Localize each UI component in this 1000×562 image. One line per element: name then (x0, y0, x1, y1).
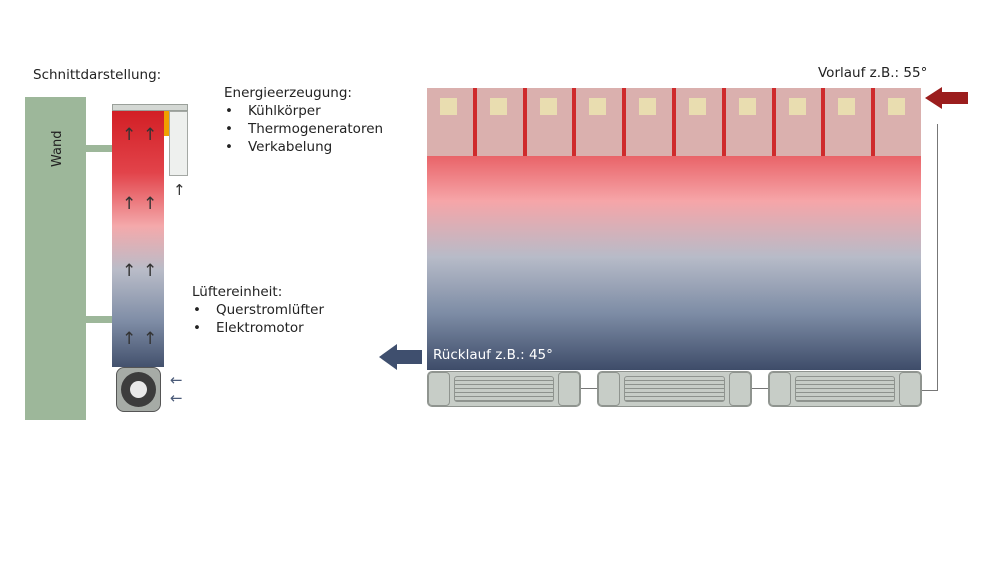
up-arrow-icon: ↑ (122, 125, 137, 145)
list-item: Querstromlüfter (192, 301, 324, 319)
up-arrow-icon: ↑ (122, 329, 137, 349)
heat-sink-tile (427, 88, 477, 156)
thermogenerator-icon (440, 98, 457, 115)
heat-sink-tile (675, 88, 726, 156)
left-arrow-icon: ← (170, 371, 183, 389)
supply-arrow-icon (925, 87, 968, 109)
heat-sink-tile (825, 88, 876, 156)
list-item: Elektromotor (192, 319, 324, 337)
fan-end-cap (598, 372, 620, 406)
thermogenerator-icon (788, 98, 806, 115)
up-arrow-icon: ↑ (173, 181, 186, 199)
left-arrow-icon: ← (170, 389, 183, 407)
fan-end-cap (769, 372, 791, 406)
fan-end-cap (558, 372, 580, 406)
up-arrow-icon: ↑ (122, 261, 137, 281)
radiator-cross-section (112, 111, 164, 367)
heat-sink-tile (576, 88, 627, 156)
heat-sink-tile (775, 88, 826, 156)
fan-grille (454, 376, 554, 402)
fan-end-cap (428, 372, 450, 406)
fan-grille (795, 376, 895, 402)
up-arrow-icon: ↑ (122, 194, 137, 214)
heat-sink-tile (725, 88, 776, 156)
fan-unit-title: Lüftereinheit: (192, 284, 283, 300)
energy-block: Energieerzeugung: Kühlkörper Thermogener… (224, 84, 383, 156)
heat-sink-tile (875, 88, 921, 156)
radiator-top-cap (112, 104, 188, 111)
up-arrow-icon: ↑ (143, 125, 158, 145)
up-arrow-icon: ↑ (143, 194, 158, 214)
up-arrow-icon: ↑ (143, 261, 158, 281)
fan-grille (624, 376, 725, 402)
return-label: Rücklauf z.B.: 45° (433, 347, 553, 363)
fan-unit (427, 371, 581, 407)
fan-end-cap (729, 372, 751, 406)
fan-end-cap (899, 372, 921, 406)
wall-label: Wand (50, 130, 65, 167)
thermogenerator-icon (589, 98, 607, 115)
list-item: Verkabelung (224, 138, 383, 156)
heat-sink-row (427, 88, 921, 156)
heat-sink-housing (169, 111, 188, 176)
thermogenerator-icon (489, 98, 507, 115)
thermogenerator-icon (539, 98, 557, 115)
cable-line (937, 124, 938, 390)
thermogenerator-icon (838, 98, 856, 115)
wall-bracket-top (86, 145, 113, 152)
fan-unit (768, 371, 922, 407)
fan-hub-icon (130, 381, 147, 398)
section-title: Schnittdarstellung: (33, 67, 162, 83)
thermogenerator-icon (888, 98, 906, 115)
return-arrow-icon (379, 344, 422, 370)
supply-label: Vorlauf z.B.: 55° (818, 65, 928, 81)
up-arrow-icon: ↑ (143, 329, 158, 349)
energy-title: Energieerzeugung: (224, 85, 352, 101)
thermogenerator-icon (738, 98, 756, 115)
fan-unit-list: Querstromlüfter Elektromotor (192, 301, 324, 337)
thermogenerator-strip (164, 111, 169, 136)
thermogenerator-icon (688, 98, 706, 115)
fan-connector (581, 388, 597, 389)
cable-line (922, 390, 938, 391)
energy-list: Kühlkörper Thermogeneratoren Verkabelung (224, 102, 383, 156)
list-item: Thermogeneratoren (224, 120, 383, 138)
wall-bracket-bottom (86, 316, 113, 323)
fan-unit (597, 371, 752, 407)
wall (25, 97, 86, 420)
fan-connector (752, 388, 768, 389)
heat-sink-tile (526, 88, 577, 156)
list-item: Kühlkörper (224, 102, 383, 120)
fan-unit-block: Lüftereinheit: Querstromlüfter Elektromo… (192, 283, 324, 337)
heat-sink-tile (476, 88, 527, 156)
heat-sink-tile (626, 88, 676, 156)
thermogenerator-icon (639, 98, 657, 115)
